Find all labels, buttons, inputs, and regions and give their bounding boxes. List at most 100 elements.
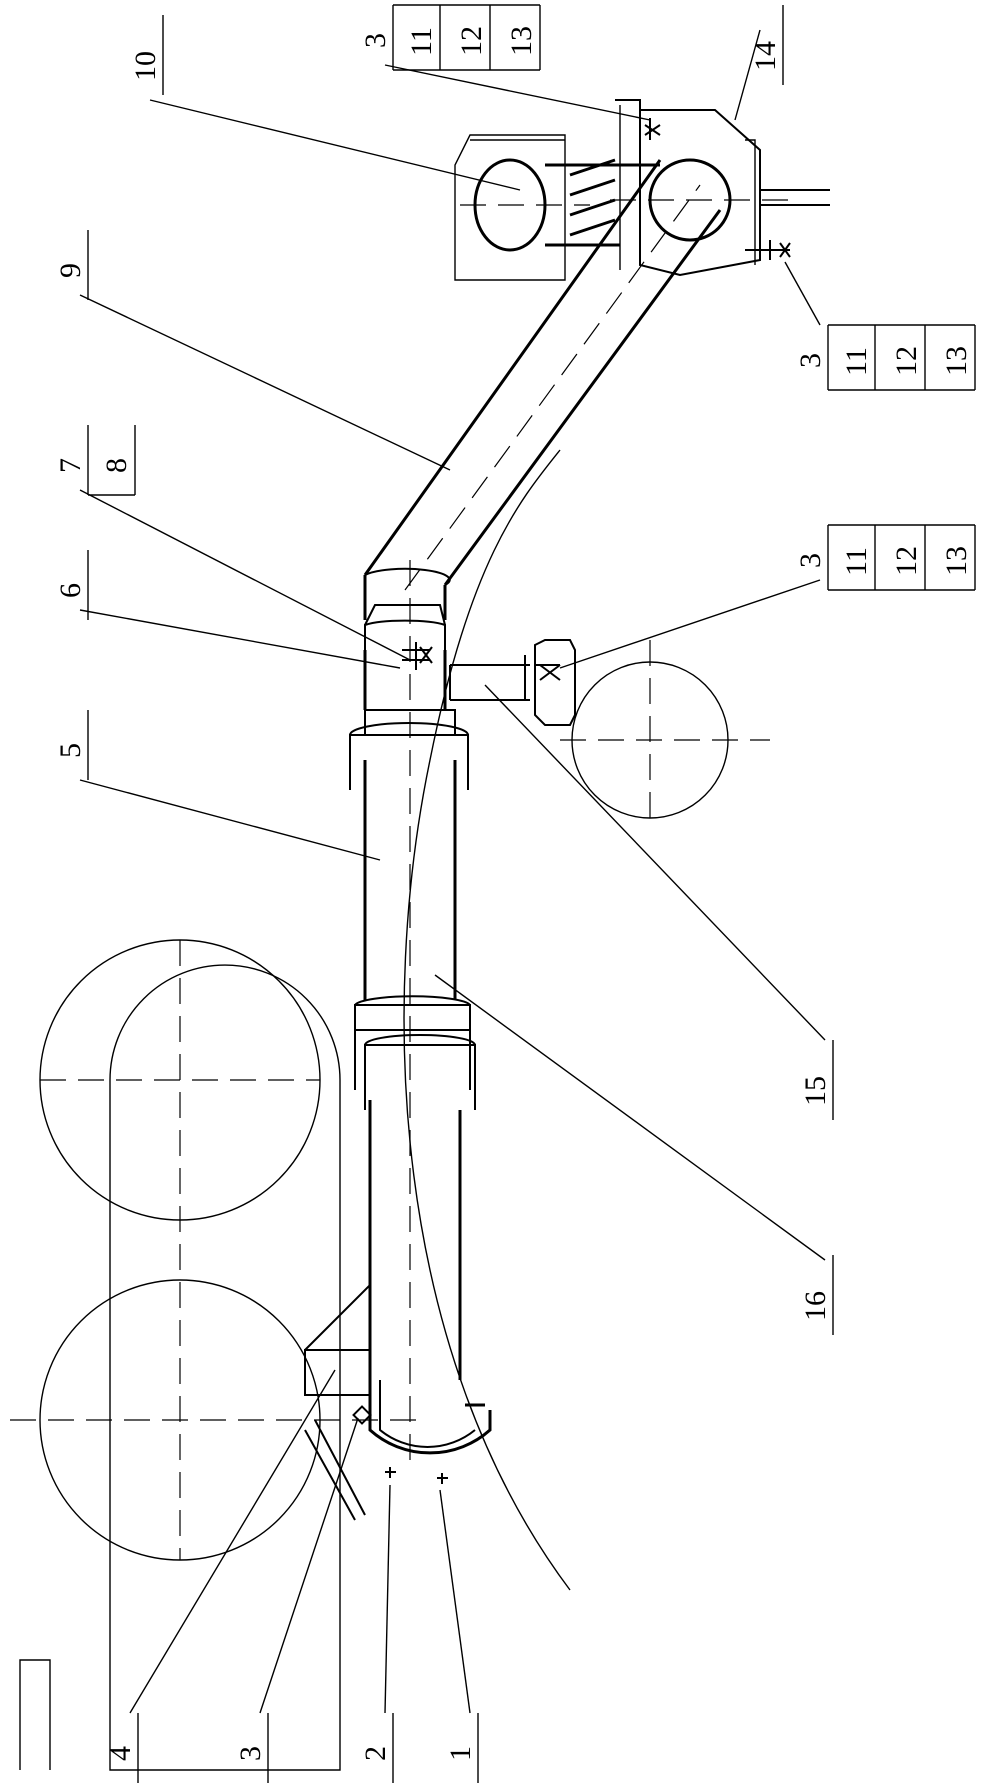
callout-4: 4 bbox=[104, 1713, 139, 1783]
joint-cap bbox=[364, 604, 446, 626]
collar-upper-face bbox=[349, 722, 469, 736]
spring-coil bbox=[569, 158, 616, 237]
outlet-stub bbox=[760, 189, 830, 206]
leader-6 bbox=[79, 609, 401, 669]
callout-14: 14 bbox=[749, 5, 784, 85]
callout-6: 6 bbox=[54, 550, 89, 620]
group-right-label-3: 3 bbox=[794, 353, 827, 368]
pipe-body bbox=[363, 760, 457, 1000]
pipe-9-axis bbox=[404, 184, 701, 591]
valve-diamond bbox=[352, 1405, 372, 1425]
leader-lines bbox=[79, 29, 826, 1714]
joint-ring bbox=[364, 619, 446, 690]
collar-lower-face bbox=[364, 1034, 476, 1046]
collar-upper-2 bbox=[364, 709, 456, 735]
joint-bolt-x2 bbox=[419, 646, 433, 664]
delivery-pipe bbox=[363, 159, 722, 1591]
callout-1-text: 1 bbox=[444, 1746, 477, 1761]
group-middle-label-3: 3 bbox=[794, 553, 827, 568]
bracket-arm bbox=[449, 664, 530, 701]
callout-5: 5 bbox=[54, 710, 89, 780]
motor-stub bbox=[19, 1659, 51, 1770]
receiver-box bbox=[454, 134, 566, 281]
callout-3a: 3 bbox=[234, 1713, 269, 1783]
belt-housing bbox=[109, 964, 341, 1771]
head-bolt-bot-x2 bbox=[779, 242, 791, 258]
pipe-9-bottom bbox=[363, 575, 447, 620]
elbow-housing bbox=[368, 1355, 492, 1455]
callout-9: 9 bbox=[54, 230, 89, 300]
leader-group-mid bbox=[559, 579, 821, 669]
callout-4-text: 4 bbox=[104, 1746, 137, 1761]
leader-group-top bbox=[384, 64, 651, 121]
leader-5 bbox=[79, 779, 381, 861]
group-top-label-13: 13 bbox=[505, 26, 538, 56]
pulley-machine bbox=[10, 939, 420, 1771]
elbow-pipe bbox=[368, 1100, 462, 1380]
callout-16: 16 bbox=[799, 1255, 834, 1335]
group-top-label-3: 3 bbox=[359, 33, 392, 48]
leader-10 bbox=[149, 99, 521, 191]
leader-1 bbox=[439, 1489, 471, 1714]
leader-3a bbox=[259, 1417, 359, 1714]
callout-9-text: 9 bbox=[54, 263, 87, 278]
callout-14-text: 14 bbox=[749, 41, 782, 71]
leader-group-right bbox=[784, 261, 821, 326]
leader-14 bbox=[734, 29, 761, 121]
head-housing-inner bbox=[619, 105, 756, 270]
leader-7 bbox=[79, 489, 411, 661]
head-housing bbox=[615, 99, 761, 277]
group-right: 3 11 12 13 bbox=[794, 324, 976, 391]
leader-16 bbox=[434, 974, 826, 1261]
leader-4 bbox=[129, 1369, 336, 1714]
callout-7-8: 7 8 bbox=[54, 425, 136, 496]
group-right-label-13: 13 bbox=[940, 346, 973, 376]
pipe-9-base-ellipse bbox=[364, 567, 451, 586]
callout-15-text: 15 bbox=[799, 1076, 832, 1106]
group-right-label-12: 12 bbox=[890, 346, 923, 376]
callout-16-text: 16 bbox=[799, 1291, 832, 1321]
group-middle-label-11: 11 bbox=[840, 547, 873, 576]
collar-lower-2 bbox=[354, 1004, 471, 1060]
support-bracket bbox=[449, 639, 770, 830]
leader-2 bbox=[384, 1484, 391, 1714]
bracket-bolt-x2 bbox=[539, 664, 561, 681]
group-callouts: 3 11 12 13 3 11 12 13 3 bbox=[359, 4, 976, 591]
elbow-assembly bbox=[304, 1100, 492, 1521]
leader-9 bbox=[79, 294, 451, 471]
callout-10-text: 10 bbox=[129, 51, 162, 81]
group-middle-label-12: 12 bbox=[890, 546, 923, 576]
callout-6-text: 6 bbox=[54, 583, 87, 598]
group-top: 3 11 12 13 bbox=[359, 4, 541, 71]
hopper-4 bbox=[304, 1349, 371, 1396]
callout-2: 2 bbox=[359, 1713, 394, 1783]
collar-mid bbox=[354, 1029, 471, 1090]
callout-1: 1 bbox=[444, 1713, 479, 1783]
discharge-head bbox=[454, 99, 830, 281]
callout-3a-text: 3 bbox=[234, 1746, 267, 1761]
inlet-chute bbox=[304, 1419, 366, 1521]
collar-lower bbox=[364, 1044, 476, 1110]
group-middle-label-13: 13 bbox=[940, 546, 973, 576]
callout-labels: 1 2 3 4 5 6 7 8 9 bbox=[54, 5, 834, 1783]
group-top-label-11: 11 bbox=[405, 27, 438, 56]
callout-5-text: 5 bbox=[54, 743, 87, 758]
elbow-inner bbox=[379, 1380, 476, 1448]
main-pipe bbox=[349, 560, 476, 1460]
collar-upper bbox=[349, 734, 469, 790]
callout-2-text: 2 bbox=[359, 1746, 392, 1761]
leader-15 bbox=[484, 684, 826, 1041]
group-top-label-12: 12 bbox=[455, 26, 488, 56]
collar-lower-2-face bbox=[354, 995, 471, 1006]
callout-10: 10 bbox=[129, 15, 164, 95]
callout-8-text: 8 bbox=[100, 458, 133, 473]
hopper-flare bbox=[304, 1282, 371, 1351]
group-right-label-11: 11 bbox=[840, 347, 873, 376]
sweep-arc bbox=[403, 449, 571, 1591]
swivel-joint bbox=[364, 604, 446, 690]
callout-15: 15 bbox=[799, 1040, 834, 1120]
bracket-clamp bbox=[534, 639, 576, 726]
head-bolt-top-x2 bbox=[644, 124, 661, 136]
pipe-9-outline bbox=[363, 159, 722, 586]
